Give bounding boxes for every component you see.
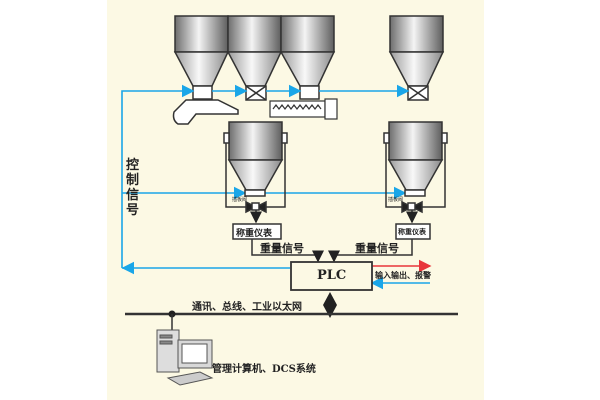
weigh-hopper-right	[383, 121, 448, 224]
silo-2	[226, 15, 283, 101]
io-alarm-label: 输入输出、报警	[375, 270, 431, 280]
bus-label: 通讯、总线、工业以太网	[192, 302, 302, 313]
meter-box-left	[232, 223, 282, 240]
weight-signal-label-right: 重量信号	[355, 242, 399, 255]
silo-1	[173, 15, 230, 100]
weigh-hopper-left	[223, 121, 288, 224]
plc-label: PLC	[317, 268, 347, 283]
control-signal-lines	[121, 84, 430, 290]
weigh-hoppers	[223, 121, 448, 224]
screw-feeder	[269, 98, 338, 120]
silo-3	[279, 15, 336, 100]
control-signal-label: 控制信号	[126, 158, 140, 218]
computer-label: 管理计算机、DCS系统	[212, 364, 316, 375]
meter-box-right	[395, 223, 431, 240]
storage-silos	[173, 15, 445, 101]
plc-box	[290, 261, 373, 291]
belt-feeder	[172, 99, 239, 125]
weight-signal-lines	[251, 239, 413, 263]
meter-label-left: 称重仪表	[236, 229, 273, 239]
valve-label-right: 插板阀	[388, 197, 404, 203]
weight-signal-label-left: 重量信号	[260, 242, 304, 255]
silo-4	[388, 15, 445, 101]
valve-label-left: 插板阀	[232, 197, 248, 203]
computer-icon	[156, 314, 214, 386]
bus-connector-diamond	[323, 292, 337, 318]
meter-label-right: 称重仪表	[398, 227, 426, 236]
